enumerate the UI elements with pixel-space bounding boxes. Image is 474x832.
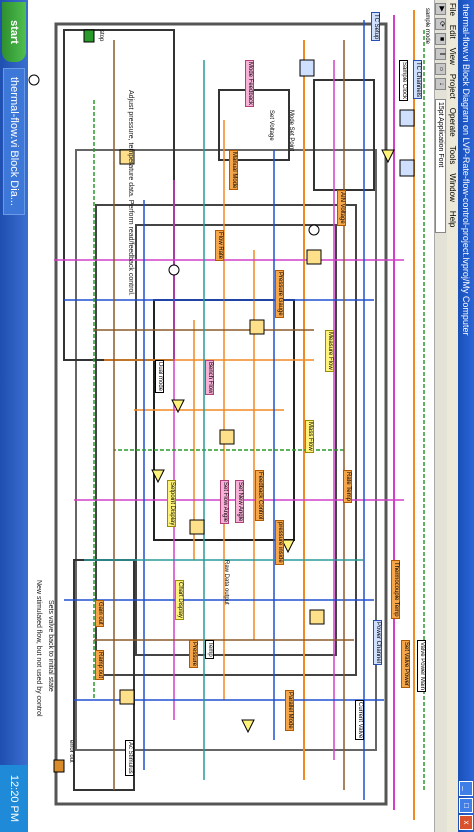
menu-help[interactable]: Help	[448, 210, 457, 228]
menu-file[interactable]: File	[448, 3, 457, 16]
window-controls: _ □ x	[459, 781, 473, 832]
window-title: thermal-flow.vi Block Diagram on LVP-Rat…	[461, 4, 471, 336]
step-into-icon[interactable]: ↓	[435, 78, 447, 90]
menu-edit[interactable]: Edit	[448, 24, 457, 39]
label-mass-flow: Mass Flow	[305, 420, 314, 453]
compare-node-2	[151, 469, 165, 484]
label-feedback-control: Feedback Control	[255, 470, 264, 522]
run-arrow-icon[interactable]: ▶	[435, 3, 447, 15]
label-sample-mode: sample mode	[424, 8, 430, 45]
daq-node-1	[399, 109, 415, 127]
start-button[interactable]: start	[2, 2, 26, 62]
label-ramp-out: Ramp out	[95, 650, 104, 681]
label-temp: Temp	[205, 640, 214, 659]
label-system-note-2: New stimulated flow, but not used by con…	[35, 580, 42, 717]
minimize-button[interactable]: _	[459, 781, 473, 796]
subvi-node-6	[119, 149, 135, 165]
label-mode-set-point: Mode Set Point	[288, 110, 294, 152]
inner-loop-b	[135, 224, 337, 656]
diagram-toolbar: ▶ ⟳ ■ ‖ ☼ ↓ 15pt Application Font	[434, 0, 447, 832]
label-setpoint-display: Setpoint Display	[167, 480, 176, 528]
label-pressure-gauge: Pressure Gauge	[275, 270, 284, 318]
label-system-note-1: Sets valve back to initial state	[47, 600, 54, 692]
label-gain-out: Gain out	[95, 600, 104, 627]
block-diagram-canvas[interactable]: sample mode TC Channels Sample Clock TC …	[28, 0, 434, 832]
system-tray: 12:20 PM	[0, 764, 28, 832]
timer-icon-2	[168, 264, 180, 276]
subvi-node-4	[189, 519, 205, 535]
menu-operate[interactable]: Operate	[448, 107, 457, 137]
stop-terminal	[83, 29, 95, 43]
label-measure-flow: Measure Flow	[325, 330, 334, 372]
label-chart-display: Chart Display	[175, 580, 184, 621]
menu-tools[interactable]: Tools	[448, 145, 457, 165]
case-structure-main	[75, 149, 377, 751]
label-valve-power-main: Valve Power Main	[417, 640, 426, 692]
label-set-voltage: Set Voltage	[268, 110, 274, 141]
pause-icon[interactable]: ‖	[435, 48, 447, 60]
subvi-node-3	[219, 429, 235, 445]
menu-project[interactable]: Project	[448, 73, 457, 99]
menu-window[interactable]: Window	[448, 173, 457, 202]
label-set-flow-angle: Set Flow Angle	[220, 480, 229, 525]
compare-node-5	[241, 719, 255, 734]
subvi-node-1	[306, 249, 322, 265]
compare-node-1	[171, 399, 185, 414]
daq-node-3	[299, 59, 315, 77]
subvi-node-2	[249, 319, 265, 335]
label-thermocouple-temp: Thermocouple Temp	[391, 560, 400, 619]
maximize-button[interactable]: □	[459, 798, 473, 813]
windows-taskbar: start thermal-flow.vi Block Dia... 12:20…	[0, 0, 28, 832]
label-tc-channels: TC Channels	[413, 60, 422, 100]
outer-while-loop	[54, 22, 388, 806]
label-current-valve: Current Valve	[355, 700, 364, 741]
menu-view[interactable]: View	[448, 47, 457, 65]
font-selector[interactable]: 15pt Application Font	[435, 99, 447, 233]
label-parallel-mode: Parallel Mode	[285, 690, 294, 731]
label-stop: stop	[98, 30, 104, 42]
error-cluster-node	[53, 759, 65, 773]
label-error-out: error out	[68, 740, 74, 763]
window-titlebar: thermal-flow.vi Block Diagram on LVP-Rat…	[458, 0, 474, 832]
timer-icon-1	[308, 224, 320, 236]
label-adjust-note: Adjust pressure, temperature data. Perfo…	[127, 90, 134, 296]
compare-node-3	[281, 539, 295, 554]
labview-block-diagram-window: thermal-flow.vi Block Diagram on LVP-Rat…	[28, 0, 474, 832]
run-continuously-icon[interactable]: ⟳	[435, 18, 447, 30]
label-pressure-inside: pressure inside	[275, 520, 284, 565]
subvi-node-7	[119, 689, 135, 705]
compare-node-4	[381, 149, 395, 164]
abort-icon[interactable]: ■	[435, 33, 447, 45]
highlight-execution-icon[interactable]: ☼	[435, 63, 447, 75]
clock-text: 12:20 PM	[8, 774, 20, 822]
label-pressure: Pressure	[189, 640, 198, 669]
label-mode-feedback: Mode Feedback	[245, 60, 254, 108]
taskbar-item-block-diagram[interactable]: thermal-flow.vi Block Dia...	[3, 68, 25, 215]
timer-icon-3	[28, 74, 40, 86]
subvi-node-5	[309, 609, 325, 625]
label-sample-clock: Sample Clock	[399, 60, 408, 102]
label-rate-temp: Rate Temp	[343, 470, 352, 503]
left-case-frame-2	[218, 89, 290, 161]
label-data-output: Raw Data output	[223, 560, 229, 605]
label-ac-stimulus: Ac Stimulus	[125, 740, 134, 776]
label-set-new-angle: Set New Angle	[235, 480, 244, 524]
mode-structure	[63, 29, 175, 361]
wiring-svg	[28, 10, 425, 820]
label-tc-setup: TC Setup	[371, 12, 380, 42]
label-ain-voltage: AIN Voltage	[337, 190, 346, 226]
label-power-channel: Power Channel	[373, 620, 382, 666]
inner-loop-a	[95, 204, 357, 676]
label-bench-flow: Bench Flow	[205, 360, 214, 396]
label-dual-mode: Dual mode	[155, 360, 164, 394]
daq-node-2	[399, 159, 415, 177]
label-manual-mode: Manual Mode	[229, 150, 238, 191]
menu-bar: File Edit View Project Operate Tools Win…	[447, 0, 458, 832]
label-flow-rate: Flow Rate	[215, 230, 224, 262]
label-set-valve-power: Set Valve Power	[401, 640, 410, 688]
close-button[interactable]: x	[459, 815, 473, 830]
